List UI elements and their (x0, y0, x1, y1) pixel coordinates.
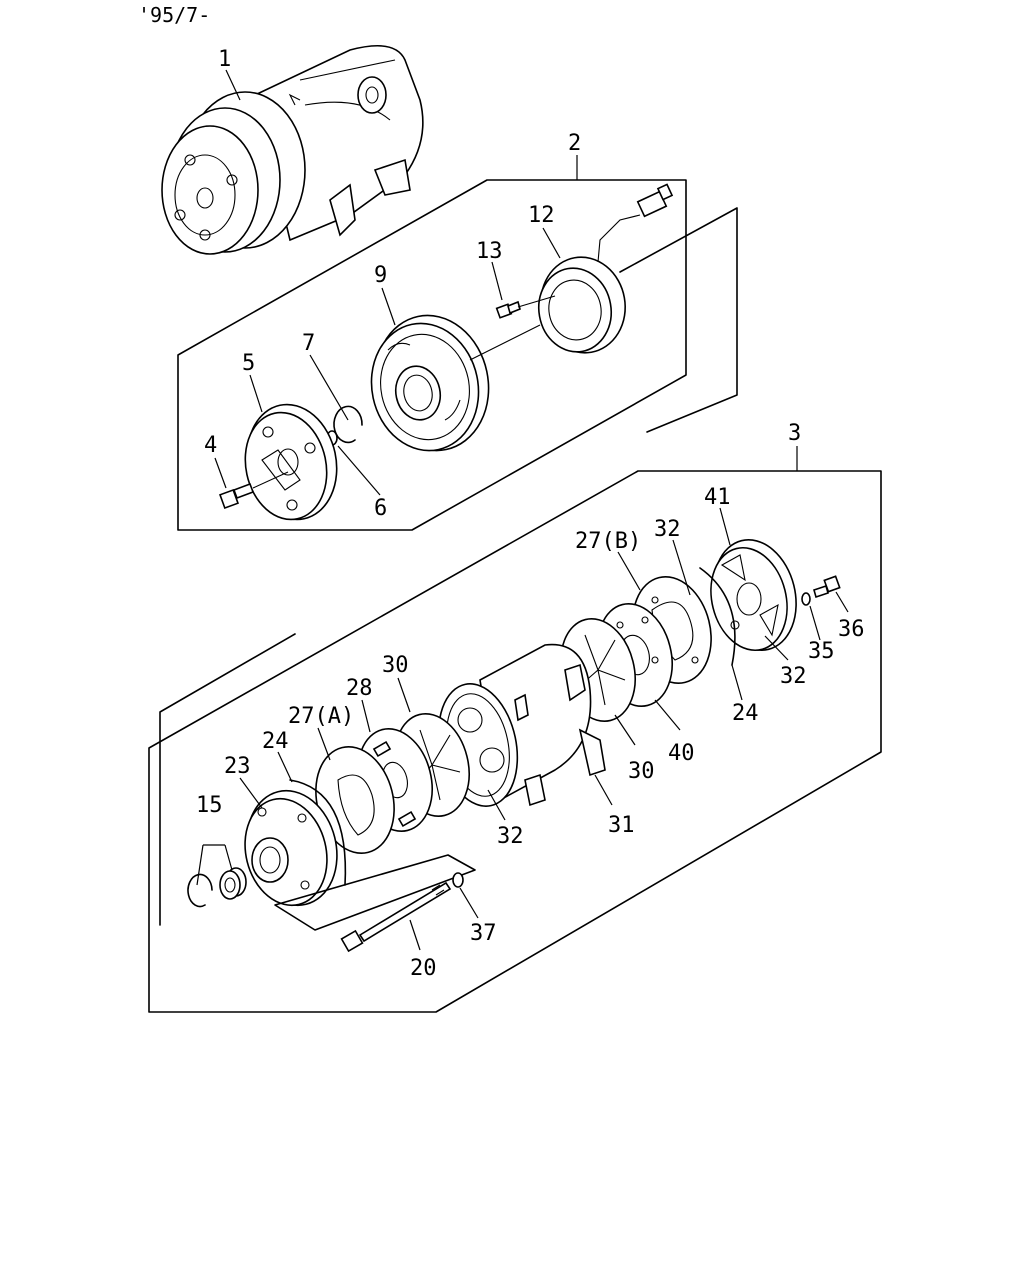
callout-28: 28 (346, 676, 373, 701)
leader-35 (809, 605, 821, 641)
clutch-group-frame-back (619, 207, 738, 433)
leader-23 (239, 777, 263, 809)
bolt-subframe (274, 854, 476, 931)
shaft-seal[interactable] (187, 867, 247, 908)
drive-plate[interactable] (236, 396, 347, 528)
compressor-assembly[interactable] (161, 44, 424, 255)
cylinder-block[interactable] (428, 643, 606, 814)
leader-32a (672, 539, 691, 596)
leader-20 (409, 919, 421, 951)
callout-37: 37 (470, 921, 497, 946)
o-ring-front[interactable] (289, 779, 347, 886)
callout-9: 9 (374, 263, 387, 288)
leader-24b (731, 664, 743, 701)
callout-2: 2 (568, 131, 581, 156)
leader-1 (225, 69, 241, 101)
leader-32c (487, 789, 506, 821)
through-bolt[interactable] (340, 881, 452, 953)
callout-30b: 30 (628, 759, 655, 784)
field-coil[interactable] (532, 183, 674, 359)
axis-line-4 (252, 471, 289, 489)
callout-24a: 24 (262, 729, 289, 754)
callout-3: 3 (788, 421, 801, 446)
leader-13 (491, 261, 503, 301)
leader-37 (459, 887, 479, 919)
callout-7: 7 (302, 331, 315, 356)
leader-15 (196, 844, 233, 886)
callout-40: 40 (668, 741, 695, 766)
o-ring-rear[interactable] (699, 567, 736, 666)
leader-7 (309, 354, 349, 421)
leader-4 (214, 457, 227, 489)
snap-ring[interactable] (333, 405, 363, 444)
leader-40 (654, 699, 681, 731)
callout-27b: 27(B) (575, 529, 641, 554)
axis-line-13 (517, 295, 556, 308)
rear-head-bolt[interactable] (813, 575, 841, 599)
callout-4: 4 (204, 433, 217, 458)
leader-24a (277, 751, 293, 783)
leader-28 (361, 699, 371, 733)
callout-36: 36 (838, 617, 865, 642)
callout-30a: 30 (382, 653, 409, 678)
rear-head[interactable] (701, 531, 808, 659)
leader-36 (835, 591, 849, 613)
leader-9 (381, 287, 396, 326)
leader-6 (337, 445, 381, 496)
leader-32b (764, 635, 789, 661)
leader-30b (614, 714, 636, 746)
callout-35: 35 (808, 639, 835, 664)
callout-20: 20 (410, 956, 437, 981)
compressor-group-frame (148, 470, 882, 1013)
leader-41 (719, 507, 731, 546)
leader-31 (594, 774, 613, 806)
callout-31: 31 (608, 813, 635, 838)
leader-5 (249, 374, 263, 413)
coil-screw[interactable] (495, 300, 521, 319)
callout-12: 12 (528, 203, 555, 228)
callout-32c: 32 (497, 824, 524, 849)
axis-line-9 (469, 324, 541, 361)
clutch-group-frame (177, 179, 687, 531)
leader-12 (542, 227, 561, 259)
pulley[interactable] (360, 305, 501, 461)
drive-plate-bolt[interactable] (219, 482, 255, 509)
bolt-washer[interactable] (452, 872, 464, 888)
callout-13: 13 (476, 239, 503, 264)
front-head[interactable] (234, 781, 349, 915)
gasket-a[interactable] (305, 738, 405, 861)
leader-27a (317, 727, 331, 761)
leader-30a (397, 677, 411, 713)
compressor-group-frame-inner (159, 633, 296, 926)
washer[interactable] (801, 592, 811, 606)
leader-27b (617, 551, 641, 591)
callout-32a: 32 (654, 517, 681, 542)
callout-5: 5 (242, 351, 255, 376)
callout-15: 15 (196, 793, 223, 818)
callout-41: 41 (704, 485, 731, 510)
callout-6: 6 (374, 496, 387, 521)
callout-24b: 24 (732, 701, 759, 726)
date-code: '95/7- (138, 3, 210, 27)
callout-32b: 32 (780, 664, 807, 689)
callout-1: 1 (218, 47, 231, 72)
callout-27a: 27(A) (288, 704, 354, 729)
callout-23: 23 (224, 754, 251, 779)
